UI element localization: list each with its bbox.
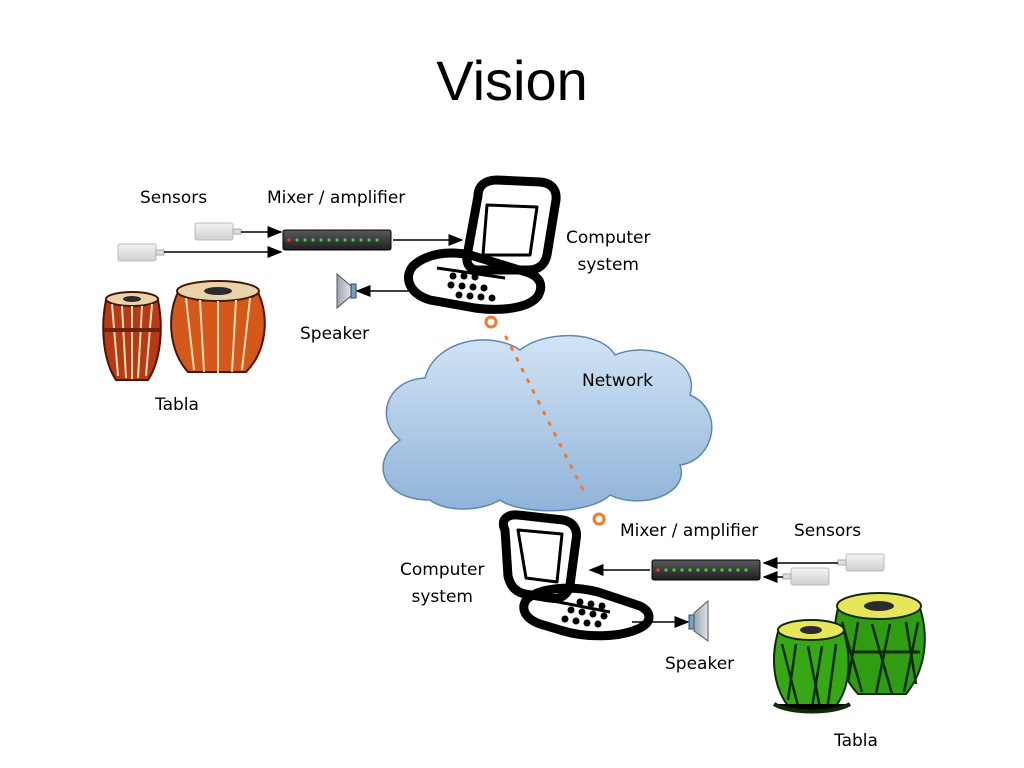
mixer-amplifier-b [651, 559, 761, 581]
site-a-computer-label: Computer system [566, 225, 651, 279]
site-b-computer-label-line2: system [411, 587, 473, 607]
speaker-b [688, 599, 709, 642]
slide-title: Vision [436, 49, 588, 112]
tabla-a [102, 280, 266, 381]
speaker-a [336, 272, 357, 310]
network-node-b [592, 512, 606, 526]
site-b-tabla-label: Tabla [834, 731, 878, 751]
tabla-a-small-drum [102, 291, 162, 381]
mixer-amplifier-a [282, 229, 392, 251]
network-cloud [382, 334, 713, 512]
site-a-tabla-label: Tabla [155, 395, 199, 415]
site-b-mixer-label: Mixer / amplifier [620, 521, 759, 541]
site-a-sensors-label: Sensors [140, 188, 208, 208]
tabla-a-large-drum [170, 280, 266, 373]
sensor-a2 [117, 243, 165, 262]
sensor-b1 [837, 553, 885, 572]
computer-a [404, 175, 561, 314]
site-a-speaker-label: Speaker [300, 324, 370, 344]
site-b-computer-label-line1: Computer [400, 560, 485, 580]
site-b-sensors-label: Sensors [794, 521, 862, 541]
tabla-b [772, 592, 926, 714]
network-node-a [484, 315, 498, 329]
sensor-a1 [194, 222, 242, 241]
network-label: Network [582, 371, 653, 391]
site-b-computer-label: Computer system [400, 557, 485, 611]
tabla-b-large-drum [834, 592, 926, 695]
site-a-computer-label-line1: Computer [566, 228, 651, 248]
sensor-b2 [782, 567, 830, 586]
site-a-mixer-label: Mixer / amplifier [267, 188, 406, 208]
tabla-b-small-drum [772, 619, 852, 714]
computer-b [498, 510, 654, 641]
site-a-computer-label-line2: system [577, 255, 639, 275]
site-b-speaker-label: Speaker [665, 654, 735, 674]
